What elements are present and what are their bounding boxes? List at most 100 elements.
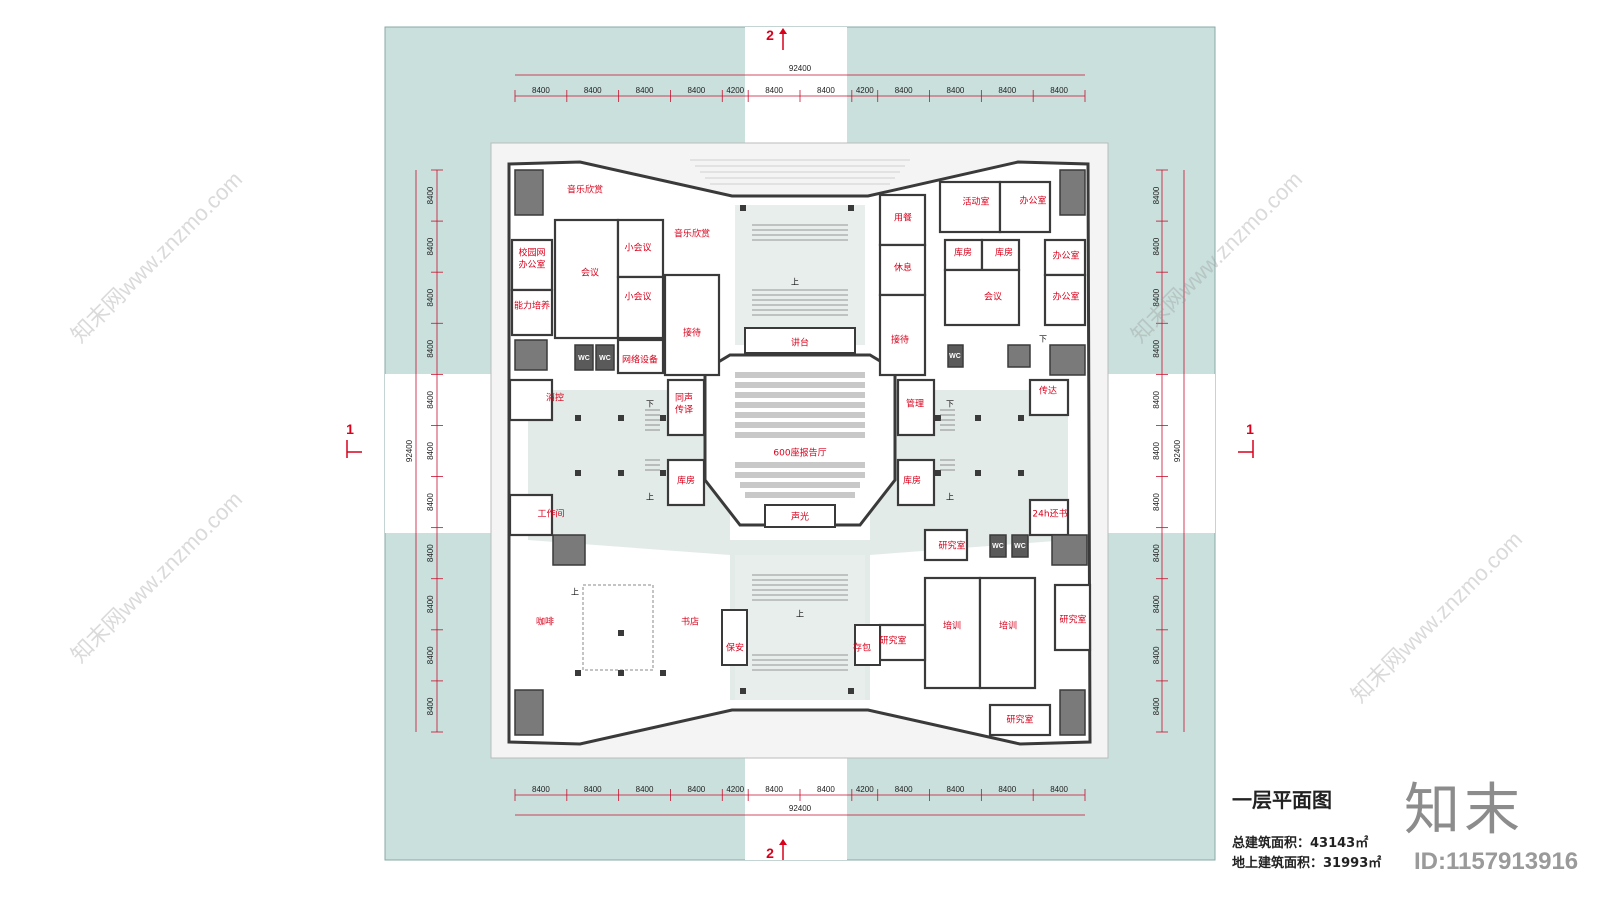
room-label: 传达	[1039, 385, 1057, 397]
dimension-ticks	[431, 90, 1168, 801]
bay-dimension-label: 8400	[584, 785, 602, 794]
total-area: 总建筑面积：43143㎡	[1232, 836, 1369, 851]
room-label: 消控	[546, 392, 564, 404]
room-label: 存包	[853, 642, 871, 654]
room-label: 库房	[995, 247, 1013, 259]
road-east	[1105, 374, 1215, 533]
bay-dimension-label: 8400	[636, 86, 654, 95]
east-cores	[947, 169, 1088, 736]
bay-dimension-label: 8400	[426, 493, 435, 511]
room-label: 小会议	[624, 291, 651, 303]
room-label: 培训	[943, 620, 961, 632]
bay-dimension-label: 8400	[998, 785, 1016, 794]
bay-dimension-label: 8400	[1152, 186, 1161, 204]
above-ground-area-label: 地上建筑面积：	[1232, 856, 1324, 871]
road-west	[385, 374, 492, 533]
stair-down-label: 下	[1039, 335, 1047, 344]
bay-dimension-label: 8400	[1152, 595, 1161, 613]
structural-columns	[575, 205, 1024, 694]
room-label: 休息	[894, 262, 912, 274]
stage	[744, 327, 856, 354]
dimension-lines	[415, 74, 1185, 816]
bay-dimension-label: 8400	[895, 86, 913, 95]
room-label: 会议	[984, 291, 1002, 303]
section-marker-1-left: 1	[346, 421, 362, 458]
wc-label: WC	[599, 355, 611, 362]
overall-dimension-bottom: 92400	[789, 804, 812, 813]
room-label: 库房	[903, 475, 921, 487]
bay-dimension-label: 4200	[726, 785, 744, 794]
bay-dimension-label: 4200	[726, 86, 744, 95]
room-label: 研究室	[938, 540, 965, 552]
room-label: 音乐欣赏	[567, 184, 603, 196]
wc-label: WC	[949, 353, 961, 360]
auditorium-hall	[703, 353, 897, 527]
section-marker-2-bottom: 2	[766, 839, 787, 861]
storage-room	[854, 624, 881, 666]
bay-dimension-label: 8400	[636, 785, 654, 794]
stair-up-label: 上	[646, 493, 654, 502]
bay-dimension-label: 8400	[426, 186, 435, 204]
bay-dimension-label: 8400	[1152, 646, 1161, 664]
room-label: 保安	[726, 642, 744, 654]
auditorium-seats	[735, 372, 865, 498]
section-marker-2-top: 2	[766, 27, 787, 50]
room-label: 办公室	[518, 259, 545, 271]
room-label: 接待	[891, 334, 909, 346]
bay-dimension-label: 8400	[584, 86, 602, 95]
bay-dimension-label: 8400	[1050, 785, 1068, 794]
overall-dimension-right: 92400	[1173, 439, 1182, 462]
stair-up-label: 上	[791, 278, 799, 287]
bay-dimension-label: 8400	[426, 237, 435, 255]
room-label: 网络设备	[622, 354, 658, 366]
room-label: 库房	[954, 247, 972, 259]
bay-dimension-label: 8400	[1152, 544, 1161, 562]
room-label: 咖啡	[536, 616, 554, 628]
bay-dimension-label: 8400	[687, 86, 705, 95]
bay-dimension-label: 8400	[895, 785, 913, 794]
bay-dimension-label: 8400	[817, 86, 835, 95]
room-label: 办公室	[1052, 291, 1079, 303]
bay-dimension-label: 8400	[947, 86, 965, 95]
north-grand-stair	[752, 224, 848, 316]
bay-dimension-label: 8400	[998, 86, 1016, 95]
svg-text:1: 1	[1246, 421, 1254, 437]
section-marker-1-right: 1	[1238, 421, 1254, 458]
room-label: 书店	[681, 616, 699, 628]
room-labels: 音乐欣赏 会议 小会议 小会议 音乐欣赏 校园网 办公室 能力培养 接待 讲台 …	[514, 184, 1087, 726]
room-label: 同声	[675, 392, 693, 404]
room-label: 能力培养	[514, 300, 550, 312]
room-label: 活动室	[962, 196, 989, 208]
bay-dimension-label: 8400	[426, 697, 435, 715]
bay-dimension-label: 8400	[1152, 288, 1161, 306]
bay-dimension-label: 8400	[426, 390, 435, 408]
bay-dimensions-left: 8400840084008400840084008400840084008400…	[426, 186, 435, 715]
watermark-id: ID:1157913916	[1414, 848, 1579, 875]
room-label: 办公室	[1019, 195, 1046, 207]
stair-down-label: 下	[646, 400, 654, 409]
svg-text:2: 2	[766, 845, 774, 861]
bay-dimension-label: 8400	[1050, 86, 1068, 95]
north-stairs-hall	[735, 205, 865, 345]
bay-dimension-label: 8400	[1152, 237, 1161, 255]
road-north	[745, 27, 847, 145]
bay-dimension-label: 8400	[1152, 390, 1161, 408]
overall-dimension-left: 92400	[405, 439, 414, 462]
stair-up-label: 上	[796, 610, 804, 619]
title-block: 一层平面图 总建筑面积：43143㎡ 地上建筑面积：31993㎡	[1232, 784, 1592, 894]
security-room	[721, 609, 748, 666]
bay-dimensions-right: 8400840084008400840084008400840084008400…	[1152, 186, 1161, 715]
drawing-title: 一层平面图	[1232, 788, 1332, 812]
bay-dimension-label: 8400	[1152, 339, 1161, 357]
room-label: 办公室	[1052, 250, 1079, 262]
bay-dimension-label: 8400	[426, 544, 435, 562]
control-room	[764, 504, 836, 528]
bay-dimension-label: 8400	[426, 595, 435, 613]
wc-labels: WC WC WC WC WC	[578, 353, 1026, 550]
watermark-logo: 知末	[1404, 778, 1524, 843]
room-label: 库房	[677, 475, 695, 487]
room-label: 管理	[906, 398, 924, 410]
